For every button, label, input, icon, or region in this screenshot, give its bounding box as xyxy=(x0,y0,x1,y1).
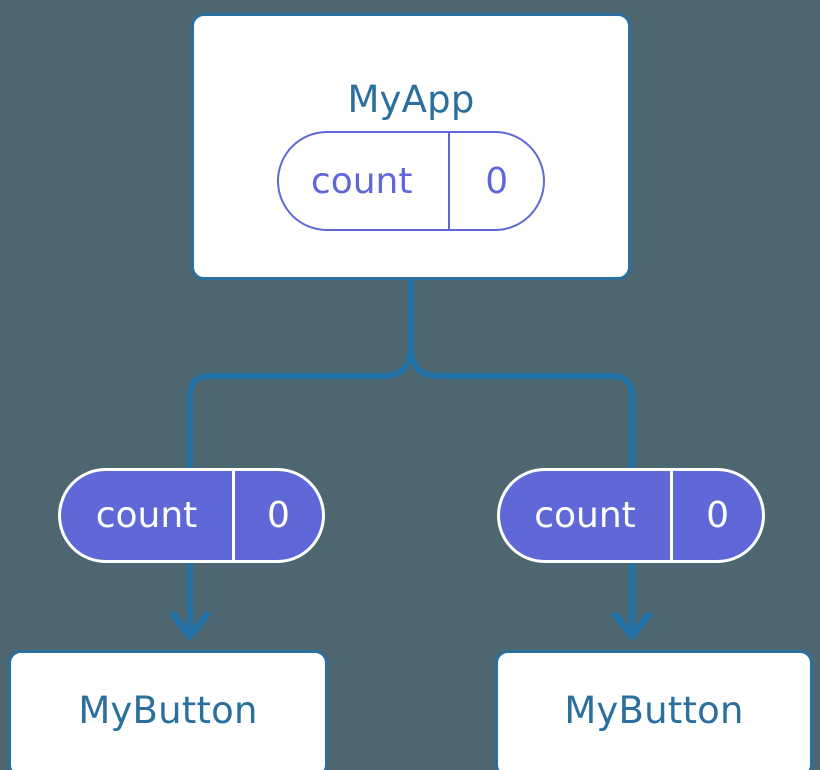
state-pill-right[interactable]: count 0 xyxy=(497,468,765,563)
state-pill-left-name: count xyxy=(95,495,198,536)
component-box-mybutton-right[interactable]: MyButton xyxy=(495,650,813,770)
state-pill-myapp-value: 0 xyxy=(448,133,543,229)
state-pill-myapp[interactable]: count 0 xyxy=(277,131,545,231)
component-title-myapp: MyApp xyxy=(347,78,475,121)
state-pill-right-value: 0 xyxy=(670,471,762,560)
branch-right xyxy=(408,344,635,468)
state-pill-myapp-name: count xyxy=(310,160,413,202)
state-pill-left-value: 0 xyxy=(232,471,322,560)
branch-left xyxy=(187,344,414,468)
arrowhead-left xyxy=(169,610,211,642)
component-box-mybutton-left[interactable]: MyButton xyxy=(8,650,328,770)
arrowhead-right xyxy=(611,610,653,642)
component-title-mybutton-left: MyButton xyxy=(78,689,258,732)
state-pill-right-name: count xyxy=(534,495,636,536)
component-title-mybutton-right: MyButton xyxy=(564,689,744,732)
state-pill-left[interactable]: count 0 xyxy=(58,468,325,563)
